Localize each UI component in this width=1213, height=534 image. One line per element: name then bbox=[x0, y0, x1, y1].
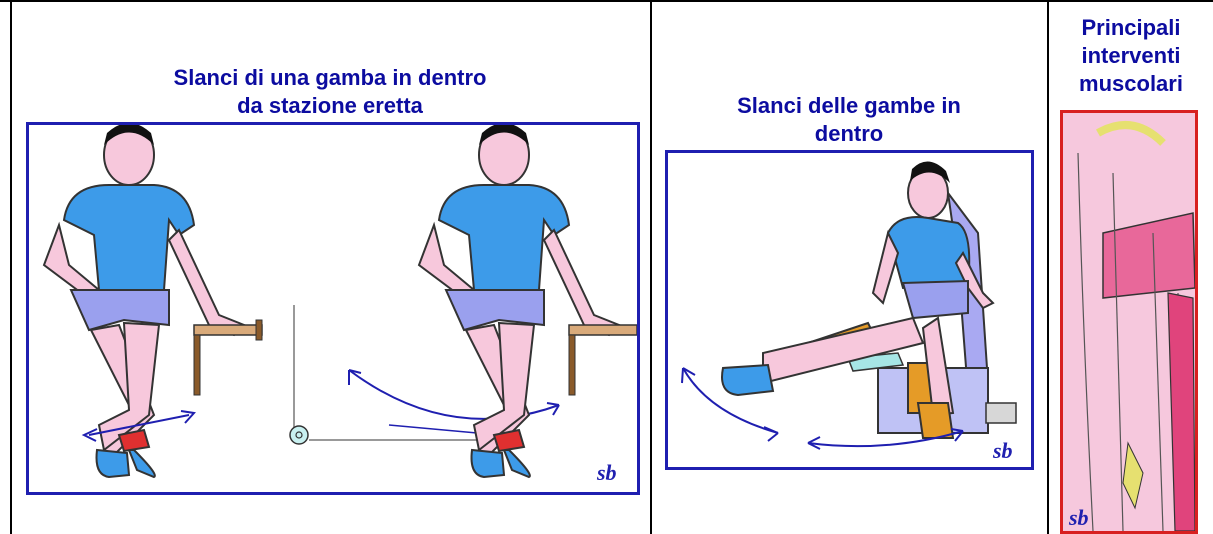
movement-arrows bbox=[681, 367, 964, 450]
muscle-section-title: Principali interventi muscolari bbox=[1079, 15, 1183, 96]
movement-guide bbox=[289, 305, 560, 445]
figure-left-illustration bbox=[42, 125, 246, 479]
seated-figure-illustration bbox=[721, 161, 995, 439]
exercise-title-standing: Slanci di una gamba in dentro da stazion… bbox=[173, 65, 487, 118]
column-divider-2 bbox=[1047, 0, 1049, 534]
exercise-illustration-standing: sb bbox=[26, 122, 640, 495]
table-left bbox=[193, 319, 263, 396]
thigh-muscles-drawing bbox=[1063, 113, 1195, 531]
figure-right-illustration bbox=[417, 125, 621, 479]
column-divider-1 bbox=[650, 0, 652, 534]
exercise-title-seated: Slanci delle gambe in dentro bbox=[737, 93, 961, 146]
left-border bbox=[10, 0, 12, 534]
muscle-anatomy-illustration: sb bbox=[1060, 110, 1198, 534]
signature-mark: sb bbox=[1068, 505, 1089, 530]
signature-mark: sb bbox=[992, 438, 1013, 463]
table-right bbox=[568, 324, 637, 396]
exercise-illustration-seated: sb bbox=[665, 150, 1034, 470]
signature-mark: sb bbox=[596, 460, 617, 485]
